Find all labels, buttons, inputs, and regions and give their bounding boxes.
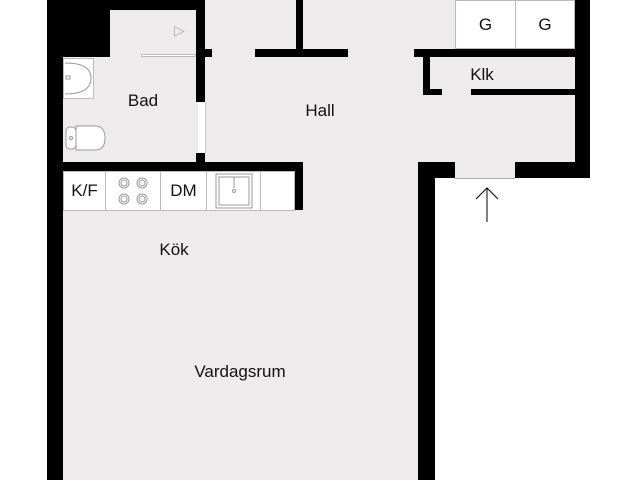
fridge-freezer: K/F <box>63 171 106 211</box>
shower-rail <box>141 54 196 57</box>
wardrobe-label: G <box>478 14 493 34</box>
toilet-icon <box>65 125 106 151</box>
wall-top <box>47 0 205 10</box>
wall-bad-hall-lower <box>196 153 205 165</box>
wardrobe-2: G <box>515 0 575 49</box>
washbasin-icon <box>63 58 94 99</box>
dishwasher-label: DM <box>170 181 197 200</box>
room-label-bad: Bad <box>127 91 159 110</box>
floor-living <box>63 165 423 480</box>
wardrobe-1: G <box>455 0 516 49</box>
wall-living-right <box>418 162 435 480</box>
room-label-klk: Klk <box>470 65 494 84</box>
wall-klk-left <box>423 57 430 95</box>
wall-hall-horizontal <box>255 49 348 57</box>
room-label-hall: Hall <box>305 101 335 120</box>
room-label-vardagsrum: Vardagsrum <box>194 362 286 381</box>
kitchen-sink-icon <box>215 173 252 209</box>
room-label-kok: Kök <box>159 240 189 259</box>
sink-counter <box>206 171 261 211</box>
wardrobe-label: G <box>538 14 552 34</box>
wall-hall-vertical <box>296 0 303 57</box>
dishwasher: DM <box>160 171 207 211</box>
wall-kitchen-top <box>63 162 303 171</box>
wall-left <box>47 0 63 480</box>
entry-threshold <box>455 178 515 179</box>
stove-burners-icon <box>118 177 148 205</box>
floor-entry <box>455 160 515 178</box>
wall-entry-right <box>515 162 590 178</box>
wall-klk-left-foot <box>423 89 442 95</box>
counter-empty <box>260 171 295 211</box>
stove <box>105 171 161 211</box>
fridge-label: K/F <box>71 181 98 200</box>
wall-right <box>575 0 590 178</box>
entrance-arrow-icon <box>475 187 499 222</box>
shower-head-icon: ▷ <box>174 22 185 38</box>
wall-stub <box>196 49 212 57</box>
wall-kitchen-end <box>294 162 303 210</box>
wall-wardrobe-bottom <box>414 49 577 57</box>
wall-klk-bottom <box>471 89 575 95</box>
door-opening-bad <box>205 102 206 153</box>
